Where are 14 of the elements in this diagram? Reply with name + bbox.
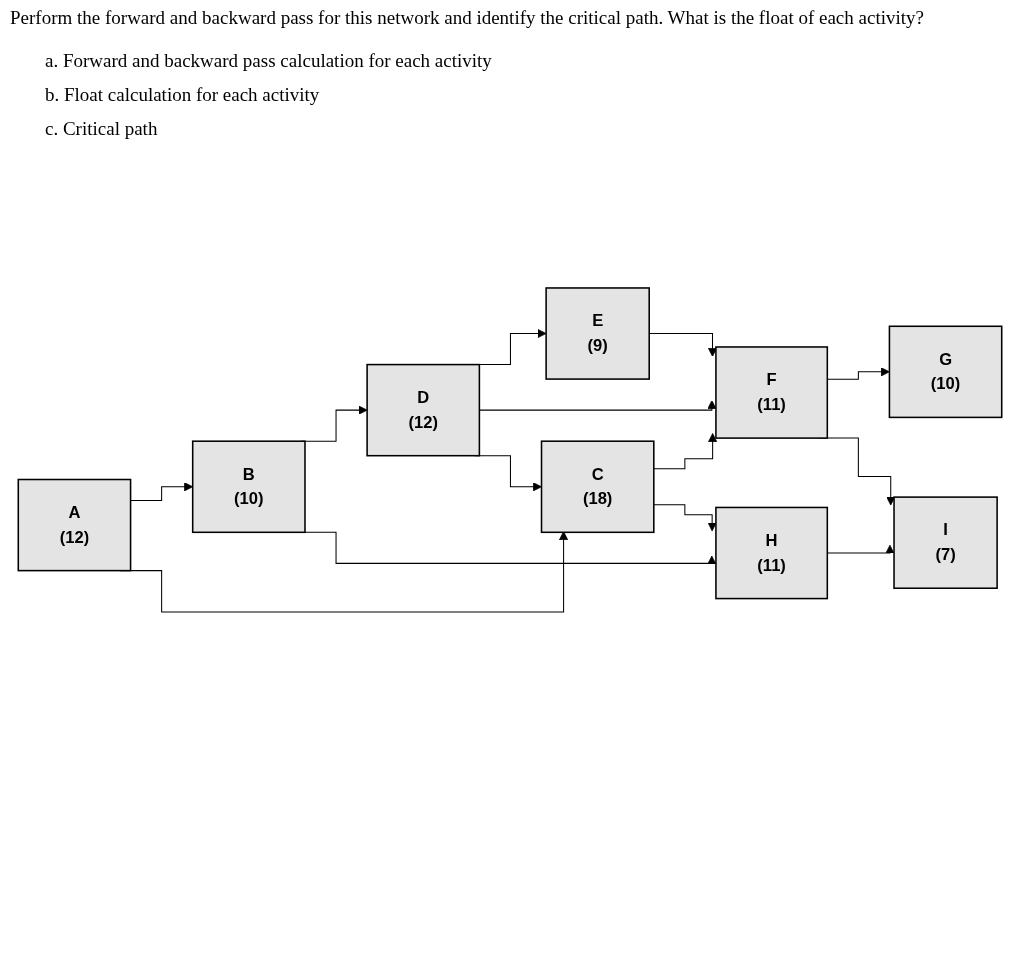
node-box: C (18): [540, 440, 655, 533]
task-item: b. Float calculation for each activity: [45, 83, 321, 106]
node-box: I (7): [893, 496, 998, 589]
node-box: B (10): [191, 440, 306, 533]
task-item: a. Forward and backward pass calculation for each activity: [45, 49, 493, 72]
question-text: Perform the forward and backward pass for this network and identify the critical path. What is the float of each activity?: [10, 6, 925, 30]
node-box: F (11): [715, 345, 829, 439]
task-item: c. Critical path: [45, 117, 159, 140]
node-box: A (12): [17, 478, 132, 572]
arrow: [653, 432, 718, 470]
node-box: G (10): [888, 325, 1003, 418]
node-box: E (9): [545, 286, 650, 380]
node-box: D (12): [366, 363, 481, 457]
node-box: H (11): [715, 506, 829, 600]
